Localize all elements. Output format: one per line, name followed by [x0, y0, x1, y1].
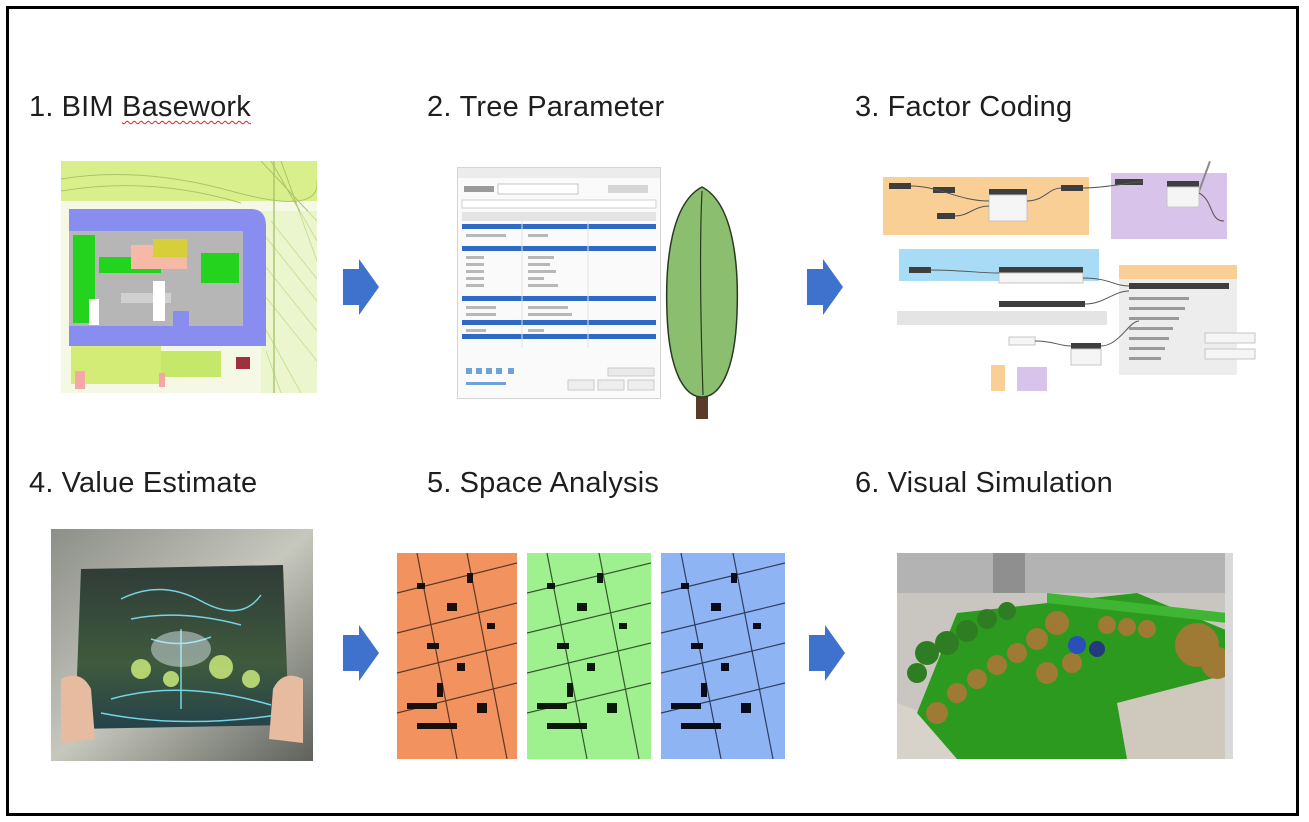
- step-5-label: Space Analysis: [459, 467, 660, 499]
- step-4-title: 4.Value Estimate: [29, 467, 257, 500]
- space-analysis-blue-map-image: [661, 553, 785, 759]
- flow-arrow-icon: [343, 259, 379, 315]
- step-6-label: Visual Simulation: [887, 467, 1113, 499]
- flow-arrow-icon: [809, 625, 845, 681]
- step-3-title: 3.Factor Coding: [855, 91, 1072, 124]
- flow-arrow-icon: [343, 625, 379, 681]
- step-3-number: 3.: [855, 91, 880, 123]
- factor-coding-node-graph-image: [879, 161, 1277, 397]
- flow-arrow-icon: [807, 259, 843, 315]
- step-1-number: 1.: [29, 91, 54, 123]
- space-analysis-orange-map-image: [397, 553, 517, 759]
- tree-icon: [663, 183, 741, 423]
- value-estimate-photo-image: [51, 529, 313, 761]
- step-1-title: 1.BIM Basework: [29, 91, 251, 124]
- tree-parameter-dialog-image: [457, 167, 661, 399]
- bim-site-plan-image: [61, 161, 317, 393]
- step-6-title: 6.Visual Simulation: [855, 467, 1113, 500]
- step-2-title: 2.Tree Parameter: [427, 91, 664, 124]
- step-4-label: Value Estimate: [61, 467, 258, 499]
- step-3-label: Factor Coding: [887, 91, 1073, 123]
- visual-simulation-render-image: [897, 553, 1233, 759]
- step-6-number: 6.: [855, 467, 880, 499]
- step-5-number: 5.: [427, 467, 452, 499]
- step-1-label-misspelled: Basework: [122, 91, 251, 123]
- step-4-number: 4.: [29, 467, 54, 499]
- step-2-label: Tree Parameter: [459, 91, 665, 123]
- step-2-number: 2.: [427, 91, 452, 123]
- step-5-title: 5.Space Analysis: [427, 467, 659, 500]
- step-1-label: BIM: [61, 91, 114, 123]
- space-analysis-green-map-image: [527, 553, 651, 759]
- diagram-frame: 1.BIM Basework 2.Tree Parameter 3.Factor…: [6, 6, 1299, 816]
